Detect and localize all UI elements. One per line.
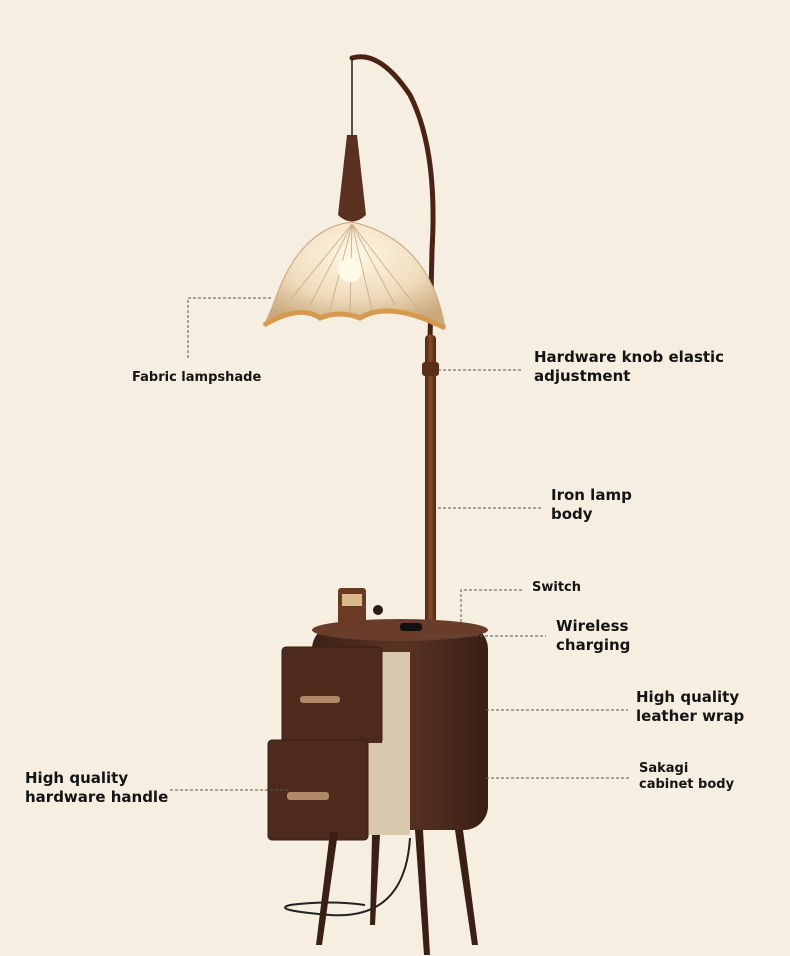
lampshade-ribs <box>289 223 421 313</box>
bulb-glow <box>338 258 362 282</box>
label-wireless-charging: Wireless charging <box>556 617 631 654</box>
label-fabric-lampshade: Fabric lampshade <box>132 370 262 385</box>
drawer-top-handle <box>300 696 340 703</box>
label-sakagi-cabinet: Sakagi cabinet body <box>639 761 735 793</box>
leader-lampshade <box>187 297 272 358</box>
pendant-cone <box>338 135 366 222</box>
knob <box>422 362 439 376</box>
label-leather-wrap: High quality leather wrap <box>636 688 745 725</box>
radio-icon <box>338 588 366 626</box>
label-hardware-handle: High quality hardware handle <box>25 769 169 806</box>
label-hardware-knob: Hardware knob elastic adjustment <box>534 348 725 385</box>
lampshade-rim <box>262 308 447 331</box>
lamp-arm <box>349 54 436 343</box>
drawer-bottom-handle <box>287 792 329 800</box>
drawer-bottom-side <box>368 743 410 835</box>
charging-pad <box>400 623 422 631</box>
drawer-top-front <box>281 646 383 745</box>
cabinet-legs <box>316 830 478 955</box>
label-iron-lamp-body: Iron lamp body <box>551 486 632 523</box>
leader-switch <box>460 589 522 622</box>
drawer-top-side <box>382 652 410 744</box>
lamp-pole <box>425 335 436 630</box>
power-cord <box>284 837 411 917</box>
label-switch: Switch <box>532 580 582 595</box>
